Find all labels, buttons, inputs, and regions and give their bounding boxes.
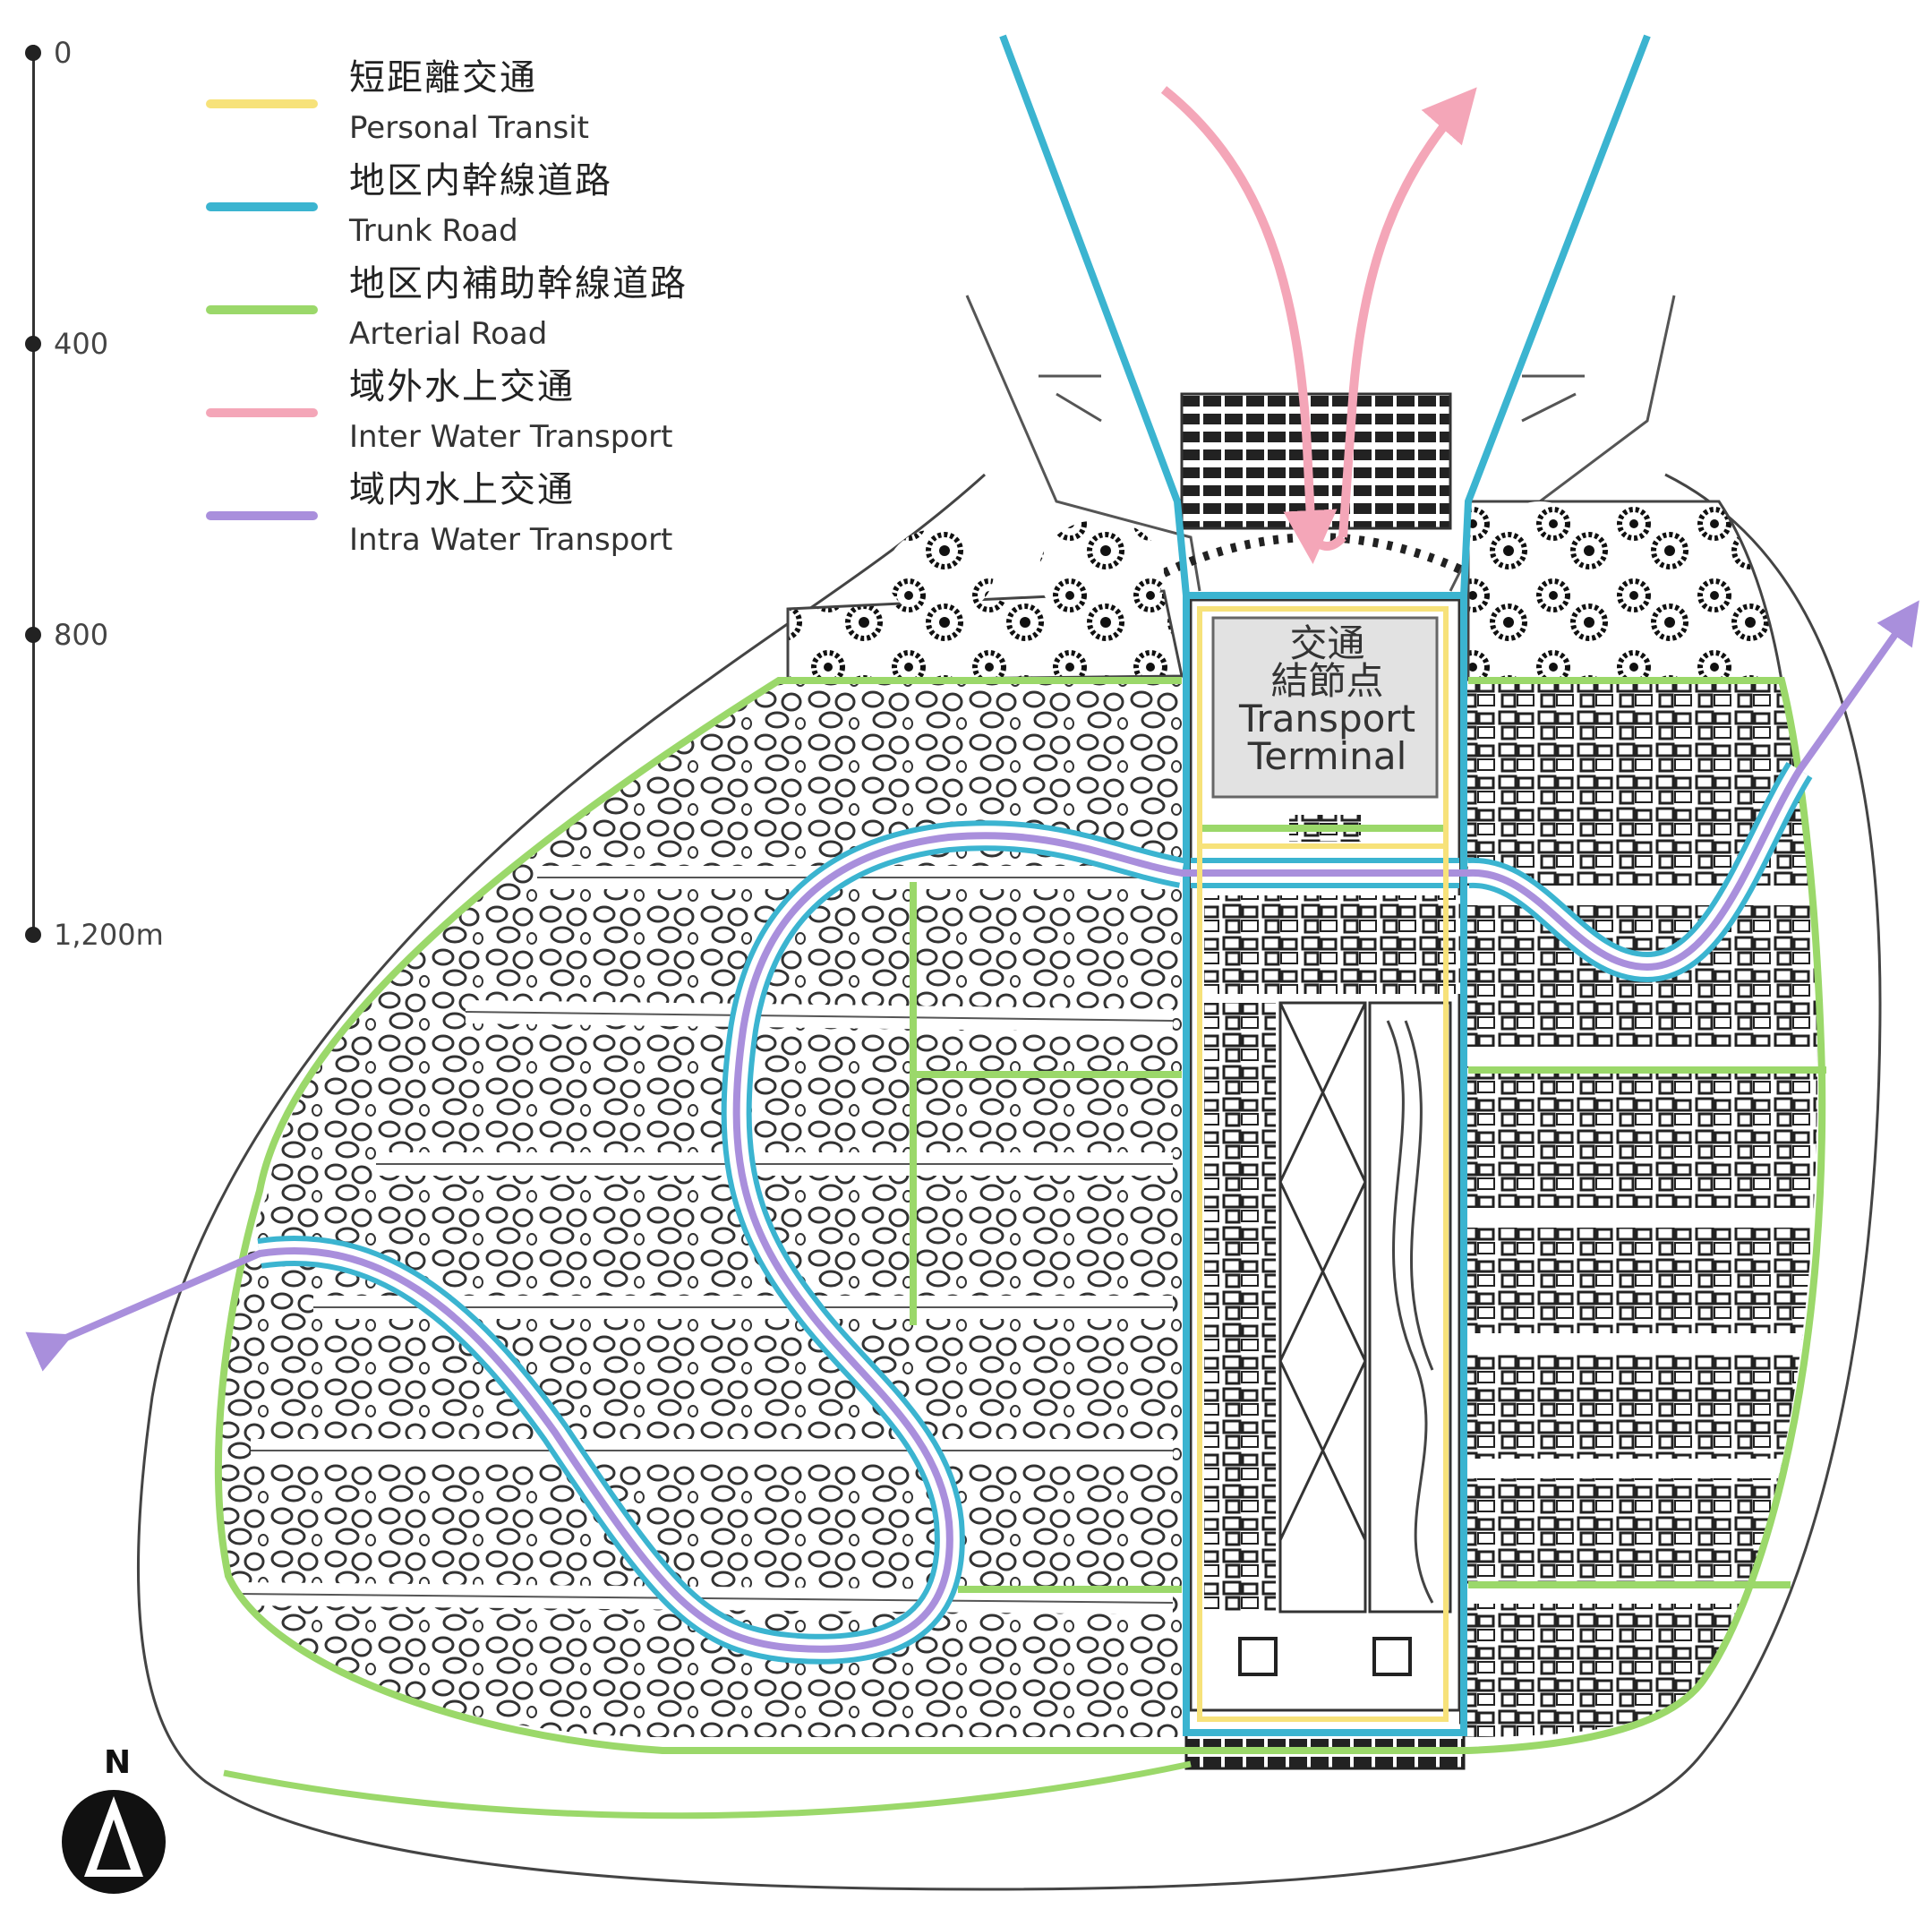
scale-label: 800 [54,618,109,652]
transport-terminal-label: 交通 結節点 Transport Terminal [1222,625,1432,775]
legend-swatch [206,201,318,211]
legend-label-jp: 域内水上交通 [349,468,575,510]
scale-dot [25,45,41,61]
inter-water-route-out [1338,87,1477,538]
legend-item-inter-water-transport: 域外水上交通 Inter Water Transport [206,361,688,464]
trunk-road-north-east [1460,34,1651,596]
legend-label-jp: 地区内補助幹線道路 [349,262,688,304]
scale-dot [25,627,41,643]
legend-item-personal-transit: 短距離交通 Personal Transit [206,52,688,155]
legend-item-trunk-road: 地区内幹線道路 Trunk Road [206,155,688,258]
scale-label: 0 [54,36,73,70]
scale-tick: 1,200m [25,918,164,952]
map-legend: 短距離交通 Personal Transit 地区内幹線道路 Trunk Roa… [206,52,688,567]
scale-line [32,45,35,931]
scale-dot [25,336,41,352]
scale-label: 400 [54,327,109,361]
terminal-label-en2: Terminal [1247,734,1407,778]
legend-label-en: Inter Water Transport [349,418,673,455]
legend-swatch [206,407,318,417]
harbor-stands [1180,392,1452,530]
legend-item-arterial-road: 地区内補助幹線道路 Arterial Road [206,258,688,361]
terminal-label-jp1: 交通 [1289,621,1365,665]
trunk-road-north-west [999,34,1190,596]
scale-tick: 400 [25,327,108,361]
scale-label: 1,200m [54,918,164,952]
legend-label-en: Intra Water Transport [349,521,673,558]
north-arrow-icon [62,1790,166,1894]
legend-label-jp: 地区内幹線道路 [349,159,612,201]
scale-tick: 0 [25,36,72,70]
legend-label-en: Trunk Road [349,212,518,249]
legend-label-jp: 域外水上交通 [349,365,575,407]
personal-transit-loop [1197,606,1449,1722]
legend-label-jp: 短距離交通 [349,56,537,98]
legend-swatch [206,98,318,108]
intra-water-route [25,600,1919,1653]
legend-swatch [206,304,318,314]
legend-label-en: Personal Transit [349,109,589,146]
north-label: N [104,1744,132,1781]
legend-swatch [206,510,318,520]
legend-item-intra-water-transport: 域内水上交通 Intra Water Transport [206,464,688,567]
inter-water-route-in [1160,86,1338,564]
terminal-label-en1: Transport [1238,697,1416,740]
scale-dot [25,927,41,943]
legend-label-en: Arterial Road [349,315,548,352]
terminal-label-jp2: 結節点 [1270,659,1384,703]
scale-tick: 800 [25,618,108,652]
